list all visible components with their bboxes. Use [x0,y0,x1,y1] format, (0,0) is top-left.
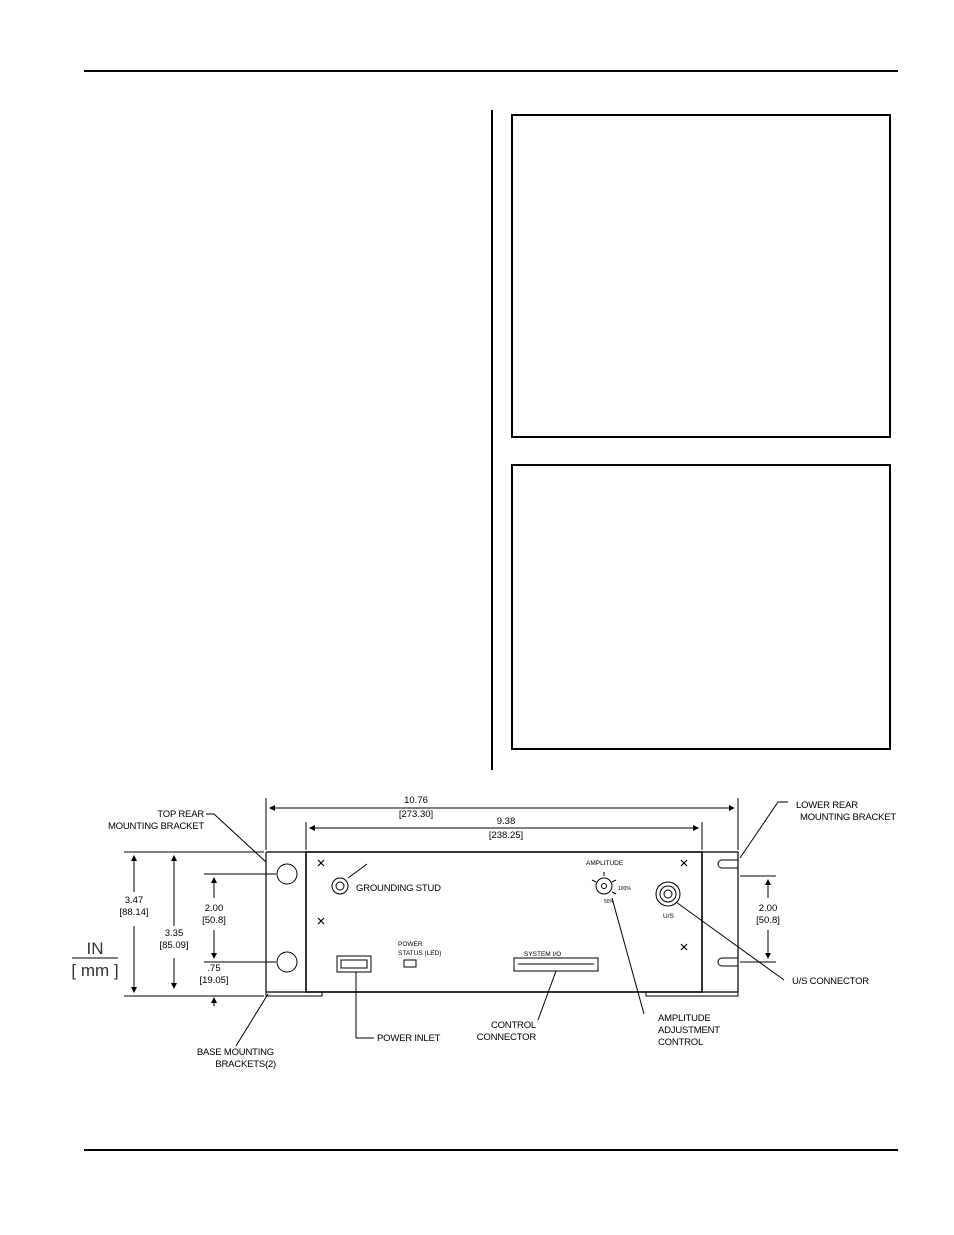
label-grounding-stud: GROUNDING STUD [356,883,441,894]
dim-left-hole-in: 2.00 [205,903,224,914]
label-amplitude-50: 50% [604,899,615,905]
dim-right-hole-mm: [50.8] [756,915,780,926]
dim-body-width-in: 9.38 [497,816,516,827]
label-control-connector-2: CONNECTOR [477,1032,537,1043]
label-lower-rear-bracket-1: LOWER REAR [796,800,858,811]
label-lower-rear-bracket-2: MOUNTING BRACKET [800,812,896,823]
rear-panel-dimension-drawing: TOP REAR MOUNTING BRACKET LOWER REAR MOU… [71,795,896,1070]
label-base-brackets-2: BRACKETS(2) [215,1059,276,1070]
sidebar-box-bottom [511,464,891,750]
dim-body-height-mm: [85.09] [159,940,188,951]
dim-bottom-hole-mm: [19.05] [199,975,228,986]
label-power-status-2: STATUS (LED) [398,950,441,957]
label-us: U/S [663,913,675,920]
label-top-rear-bracket-2: MOUNTING BRACKET [108,821,204,832]
header-rule [84,70,898,72]
units-legend-inches: IN [87,939,104,958]
dim-bottom-hole-in: .75 [207,963,220,974]
dim-body-height-in: 3.35 [165,928,184,939]
column-divider [491,110,493,770]
label-amplitude-100: 100% [618,886,631,892]
label-power-status-1: POWER [398,941,423,948]
dim-overall-height-in: 3.47 [125,895,144,906]
label-system-io: SYSTEM I/O [524,951,561,958]
dim-left-hole-mm: [50.8] [202,915,226,926]
dim-overall-width-mm: [273.30] [399,809,433,820]
label-amp-adjust-1: AMPLITUDE [658,1013,711,1024]
units-legend-mm: [ mm ] [71,961,118,980]
dim-right-hole-in: 2.00 [759,903,778,914]
footer-rule [84,1149,898,1151]
label-amp-adjust-2: ADJUSTMENT [658,1025,720,1036]
label-amplitude: AMPLITUDE [586,860,624,867]
sidebar-box-top [511,114,891,438]
label-amp-adjust-3: CONTROL [658,1037,703,1048]
dim-body-width-mm: [238.25] [489,830,523,841]
label-base-brackets-1: BASE MOUNTING [197,1047,274,1058]
dim-overall-width-in: 10.76 [404,795,428,806]
label-power-inlet: POWER INLET [377,1033,441,1044]
dim-overall-height-mm: [88.14] [119,907,148,918]
label-control-connector-1: CONTROL [491,1020,536,1031]
label-us-connector: U/S CONNECTOR [792,976,869,987]
label-top-rear-bracket-1: TOP REAR [157,809,204,820]
